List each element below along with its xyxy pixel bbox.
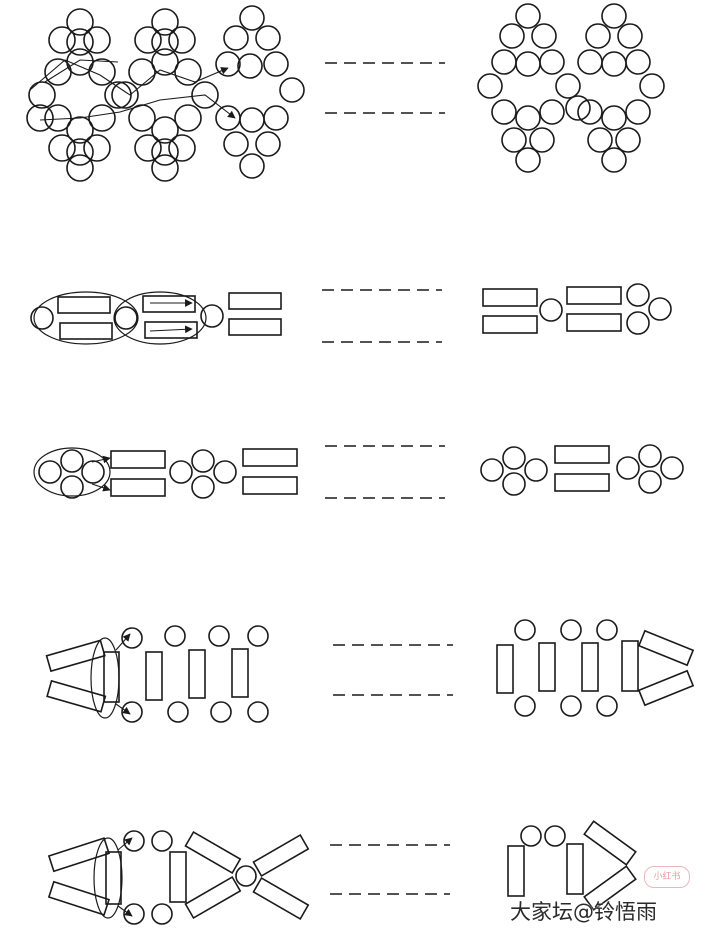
row-4-right-pattern — [496, 619, 695, 717]
row-2-left-pattern — [30, 291, 282, 345]
row-3-dashes — [325, 445, 445, 499]
row-4-left-pattern — [45, 625, 269, 723]
row-1-right-pattern — [477, 3, 665, 173]
row-2-right-pattern — [482, 283, 672, 335]
row-3-left-pattern — [33, 447, 298, 499]
row-5-dashes — [330, 844, 450, 895]
row-5-left-pattern — [47, 830, 310, 925]
watermark-badge: 小红书 — [644, 866, 690, 888]
row-1-dashes — [325, 62, 445, 114]
row-4-dashes — [333, 644, 453, 696]
row-1-left-pattern — [26, 5, 305, 182]
row-2-dashes — [322, 289, 442, 343]
watermark-text: 大家坛@铃悟雨 — [510, 900, 657, 924]
row-3-right-pattern — [480, 444, 684, 496]
row-5-right-pattern — [507, 820, 637, 911]
